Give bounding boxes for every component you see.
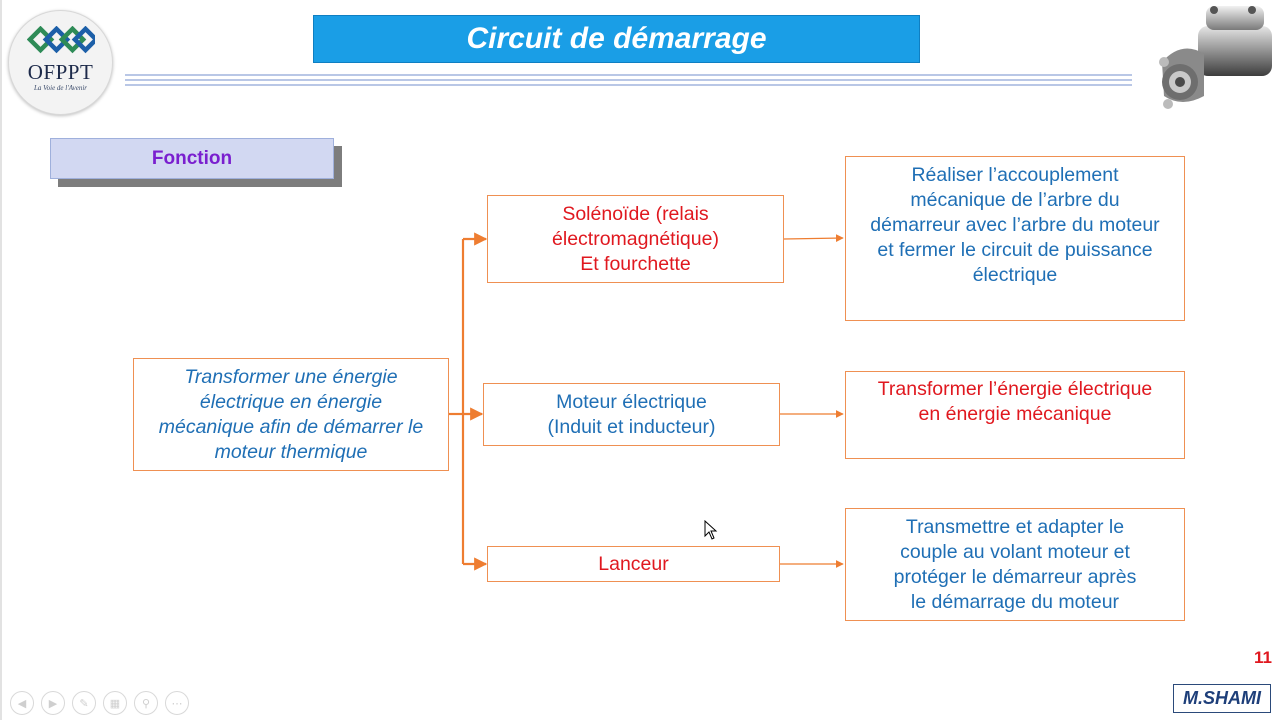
- arrow-solenoid-function: [783, 234, 844, 243]
- main-function-box: Transformer une énergie électrique en én…: [133, 358, 449, 471]
- header-rule-bottom: [125, 84, 1132, 86]
- function-text: Transformer l’énergie électrique en éner…: [877, 378, 1153, 425]
- page-number: 11: [1254, 648, 1272, 667]
- slides-icon[interactable]: ▦: [103, 691, 127, 715]
- component-name: Moteur électrique (Induit et inducteur): [547, 390, 716, 438]
- slideshow-toolbar: ◀ ▶ ✎ ▦ ⚲ ⋯: [10, 691, 220, 715]
- function-text: Transmettre et adapter le couple au vola…: [893, 515, 1137, 613]
- prev-icon[interactable]: ◀: [10, 691, 34, 715]
- component-name: Solénoïde (relais électromagnétique) Et …: [552, 202, 719, 275]
- component-box-motor: Moteur électrique (Induit et inducteur): [483, 383, 780, 446]
- mouse-cursor-icon: [704, 520, 718, 540]
- section-label: Fonction: [50, 138, 334, 179]
- function-text: Réaliser l’accouplement mécanique de l’a…: [870, 164, 1160, 286]
- component-box-lanceur: Lanceur: [487, 546, 780, 582]
- function-box-motor: Transformer l’énergie électrique en éner…: [845, 371, 1185, 459]
- main-function-text: Transformer une énergie électrique en én…: [158, 365, 424, 463]
- component-name: Lanceur: [598, 552, 669, 575]
- zoom-icon[interactable]: ⚲: [134, 691, 158, 715]
- header-rule-middle: [125, 79, 1132, 81]
- more-icon[interactable]: ⋯: [165, 691, 189, 715]
- slide-title: Circuit de démarrage: [313, 15, 920, 63]
- header-rule-top: [125, 74, 1132, 76]
- logo-tagline: La Voie de l'Avenir: [33, 84, 88, 92]
- ofppt-logo: [8, 10, 113, 115]
- logo-name: OFPPT: [27, 60, 94, 84]
- starter-motor-image: [1159, 6, 1272, 109]
- next-icon[interactable]: ▶: [41, 691, 65, 715]
- author-label: M.SHAMI: [1173, 684, 1271, 713]
- slide-edge: [0, 0, 2, 720]
- function-box-solenoid: Réaliser l’accouplement mécanique de l’a…: [845, 156, 1185, 321]
- logo-emblem-icon: [27, 26, 95, 54]
- function-box-lanceur: Transmettre et adapter le couple au vola…: [845, 508, 1185, 621]
- pen-icon[interactable]: ✎: [72, 691, 96, 715]
- component-box-solenoid: Solénoïde (relais électromagnétique) Et …: [487, 195, 784, 283]
